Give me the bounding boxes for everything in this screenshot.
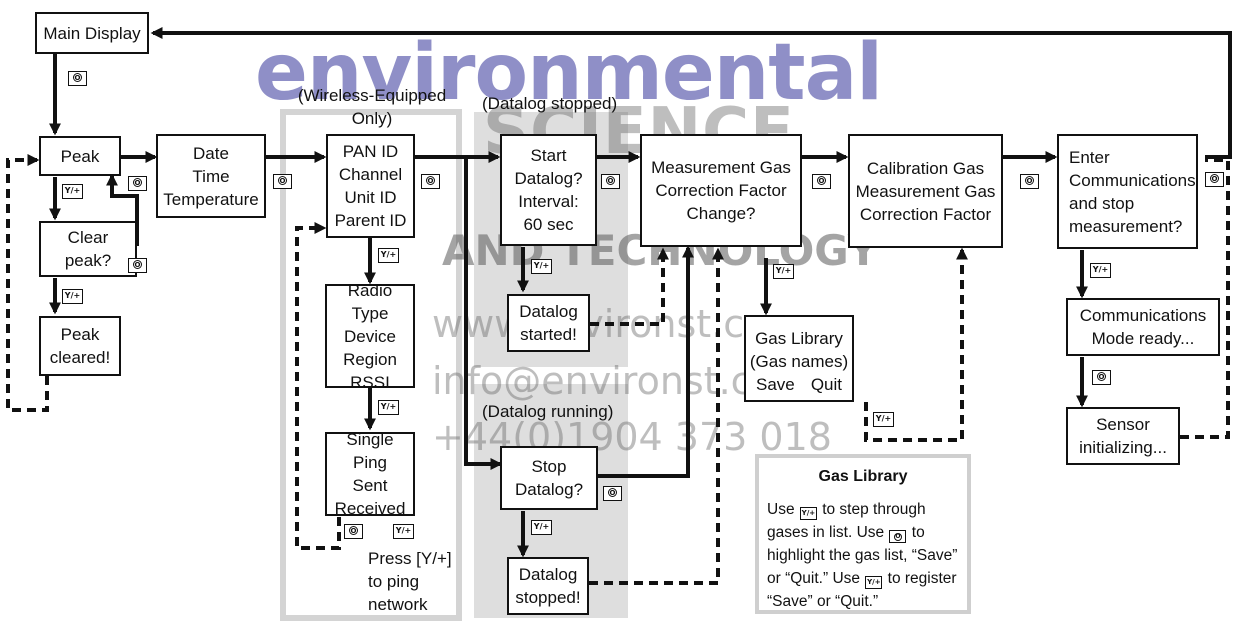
yes-key-icon: Y/+ (378, 400, 399, 415)
quit-option: Quit (810, 375, 842, 394)
power-key-icon: O (1020, 174, 1039, 189)
yes-key-icon: Y/+ (531, 259, 552, 274)
yes-key-icon: Y/+ (62, 184, 83, 199)
datalog-running-region-label: (Datalog running) (482, 402, 614, 421)
pan-id-box: PAN ID Channel Unit ID Parent ID (326, 134, 415, 238)
press-to-ping-label: Press [Y/+] to ping network (368, 549, 452, 614)
yes-key-icon: Y/+ (62, 289, 83, 304)
gas-library-help-title: Gas Library (818, 468, 908, 485)
start-datalog-box: Start Datalog? Interval: 60 sec (500, 134, 597, 246)
power-key-icon: O (128, 176, 147, 191)
datalog-stopped-box: Datalog stopped! (507, 557, 589, 615)
power-key-icon: O (68, 71, 87, 86)
gas-library-label: Gas Library (Gas names) (749, 329, 849, 371)
watermark-website: www.environst.com (432, 302, 805, 346)
watermark-phone: +44(0)1904 373 018 (432, 415, 832, 459)
power-key-icon: O (603, 486, 622, 501)
sensor-initializing-box: Sensor initializing... (1066, 407, 1180, 465)
power-key-icon: O (344, 524, 363, 539)
power-key-icon: O (889, 530, 907, 543)
power-key-icon: O (128, 258, 147, 273)
power-key-icon: O (601, 174, 620, 189)
gas-library-help-text: Use Y/+ to step through gases in list. U… (767, 501, 958, 610)
yes-key-icon: Y/+ (1090, 263, 1111, 278)
gas-library-box: Gas Library (Gas names) Save Quit (744, 315, 854, 402)
power-key-icon: O (812, 174, 831, 189)
measurement-gas-box: Measurement Gas Correction Factor Change… (640, 134, 802, 247)
yes-key-icon: Y/+ (773, 264, 794, 279)
enter-communications-box: Enter Communications and stop measuremen… (1057, 134, 1198, 249)
power-key-icon: O (421, 174, 440, 189)
power-key-icon: O (1092, 370, 1111, 385)
date-time-box: Date Time Temperature (156, 134, 266, 218)
main-display-box: Main Display (35, 12, 149, 54)
stop-datalog-box: Stop Datalog? (500, 446, 598, 510)
single-ping-box: Single Ping Sent Received (325, 430, 415, 518)
yes-key-icon: Y/+ (531, 520, 552, 535)
peak-box: Peak (39, 136, 121, 176)
radio-type-box: Radio Type Device Region RSSI (325, 281, 415, 392)
yes-key-icon: Y/+ (393, 524, 414, 539)
yes-key-icon: Y/+ (873, 412, 894, 427)
watermark-brand: environmental (255, 28, 883, 118)
communications-ready-box: Communications Mode ready... (1066, 298, 1220, 356)
power-key-icon: O (273, 174, 292, 189)
peak-cleared-box: Peak cleared! (39, 316, 121, 376)
yes-key-icon: Y/+ (799, 507, 817, 520)
save-option: Save (756, 375, 795, 394)
datalog-stopped-region-label: (Datalog stopped) (482, 94, 618, 113)
calibration-gas-box: Calibration Gas Measurement Gas Correcti… (848, 134, 1003, 248)
yes-key-icon: Y/+ (865, 576, 883, 589)
datalog-started-box: Datalog started! (507, 294, 590, 352)
power-key-icon: O (1205, 172, 1224, 187)
gas-library-help-panel: Gas Library Use Y/+ to step through gase… (755, 454, 971, 614)
yes-key-icon: Y/+ (378, 248, 399, 263)
wireless-only-label: (Wireless-Equipped Only) (297, 86, 447, 128)
clear-peak-box: Clear peak? (39, 221, 137, 277)
